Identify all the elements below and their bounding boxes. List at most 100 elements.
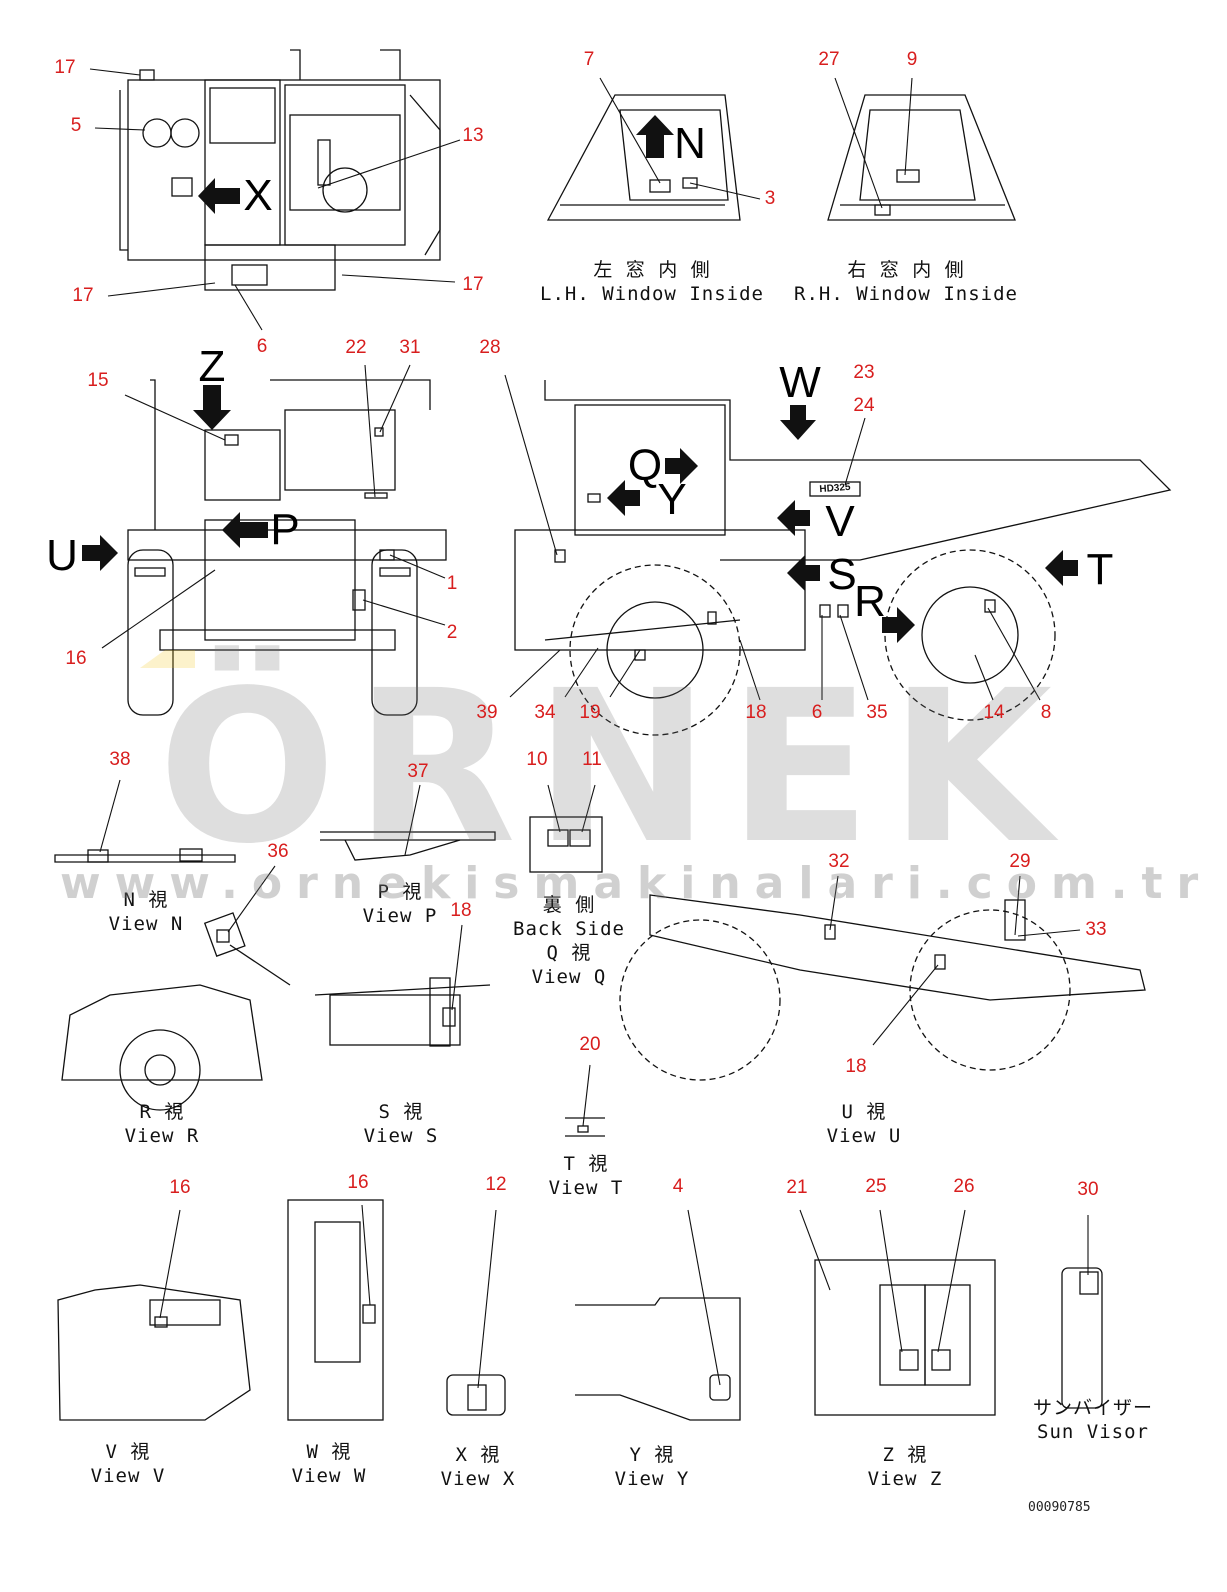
callout-2: 2 xyxy=(446,622,458,643)
view-n-drawing xyxy=(54,848,236,863)
callout-37: 37 xyxy=(407,761,429,782)
callout-27: 27 xyxy=(818,49,840,70)
callout-18: 18 xyxy=(745,702,767,723)
arrow-z-icon xyxy=(193,385,231,430)
callout-16: 16 xyxy=(65,648,87,669)
callout-31: 31 xyxy=(399,337,421,358)
arrow-s-icon xyxy=(787,555,820,591)
callout-9: 9 xyxy=(906,49,918,70)
arrow-w-icon xyxy=(780,405,816,440)
view-z-drawing xyxy=(814,1259,996,1416)
arrow-p-icon xyxy=(222,512,268,548)
callout-17: 17 xyxy=(54,57,76,78)
view-letter-s: S xyxy=(827,550,857,599)
callout-11: 11 xyxy=(582,749,602,770)
callout-29: 29 xyxy=(1009,851,1031,872)
arrow-t-icon xyxy=(1045,550,1078,586)
callout-26: 26 xyxy=(953,1176,975,1197)
callout-16: 16 xyxy=(347,1172,369,1193)
view-t-drawing xyxy=(565,1117,605,1137)
callout-3: 3 xyxy=(764,188,776,209)
callout-35: 35 xyxy=(866,702,888,723)
sun-visor-drawing xyxy=(1061,1267,1103,1409)
callout-1: 1 xyxy=(446,573,458,594)
callout-25: 25 xyxy=(865,1176,887,1197)
arrow-r-icon xyxy=(882,607,915,643)
view-letter-v: V xyxy=(825,497,855,546)
callout-33: 33 xyxy=(1085,919,1107,940)
watermark-url: www.ornekismakinalari.com.tr xyxy=(60,858,1213,909)
view-letter-n: N xyxy=(674,119,706,168)
callout-15: 15 xyxy=(87,370,109,391)
arrow-n-icon xyxy=(636,115,674,158)
arrow-u-icon xyxy=(82,535,118,571)
view-letter-y: Y xyxy=(657,475,687,524)
arrow-y-icon xyxy=(607,480,640,516)
callout-16: 16 xyxy=(169,1177,191,1198)
watermark-logo: ÖRNEK xyxy=(140,644,1052,890)
callout-12: 12 xyxy=(485,1174,507,1195)
view-letter-u: U xyxy=(46,531,78,580)
callout-39: 39 xyxy=(476,702,498,723)
callout-19: 19 xyxy=(579,702,601,723)
view-letter-t: T xyxy=(1086,545,1114,594)
arrow-v-icon xyxy=(777,500,810,536)
view-letter-q: Q xyxy=(627,441,663,490)
view-u-drawing xyxy=(619,894,1146,1081)
callout-21: 21 xyxy=(786,1177,808,1198)
callout-34: 34 xyxy=(534,702,556,723)
drawing-code: 00090785 xyxy=(1028,1500,1091,1515)
view-letter-x: X xyxy=(243,171,273,220)
callout-20: 20 xyxy=(579,1034,601,1055)
callout-18: 18 xyxy=(450,900,472,921)
callout-24: 24 xyxy=(853,395,875,416)
arrow-x-icon xyxy=(198,178,240,214)
callout-14: 14 xyxy=(983,702,1005,723)
callout-17: 17 xyxy=(462,274,484,295)
view-v-drawing xyxy=(57,1284,251,1421)
view-w-drawing xyxy=(287,1199,384,1421)
view-letter-r: R xyxy=(854,577,886,626)
view-s-drawing xyxy=(314,977,491,1047)
callout-13: 13 xyxy=(462,125,484,146)
callout-6: 6 xyxy=(811,702,823,723)
arrow-q-icon xyxy=(665,448,698,484)
lh-window-inside-view xyxy=(546,94,741,221)
callout-8: 8 xyxy=(1040,702,1052,723)
leader-lines xyxy=(89,68,1089,1389)
callout-4: 4 xyxy=(672,1176,684,1197)
callout-22: 22 xyxy=(345,337,367,358)
view-arrows xyxy=(82,115,1078,643)
callout-7: 7 xyxy=(583,49,595,70)
callout-38: 38 xyxy=(109,749,131,770)
view-letter-w: W xyxy=(779,358,821,407)
view-r-drawing xyxy=(61,912,291,1111)
view-y-drawing xyxy=(575,1297,741,1421)
view-letter-z: Z xyxy=(198,342,226,391)
view-letter-p: P xyxy=(270,505,300,554)
view-x-drawing xyxy=(446,1374,506,1416)
callout-32: 32 xyxy=(828,851,850,872)
callout-36: 36 xyxy=(267,841,289,862)
callout-30: 30 xyxy=(1077,1179,1099,1200)
callout-6: 6 xyxy=(256,336,268,357)
truck-front-view xyxy=(127,379,447,716)
cab-rear-view xyxy=(119,49,441,291)
callout-5: 5 xyxy=(70,115,82,136)
callout-28: 28 xyxy=(479,337,501,358)
